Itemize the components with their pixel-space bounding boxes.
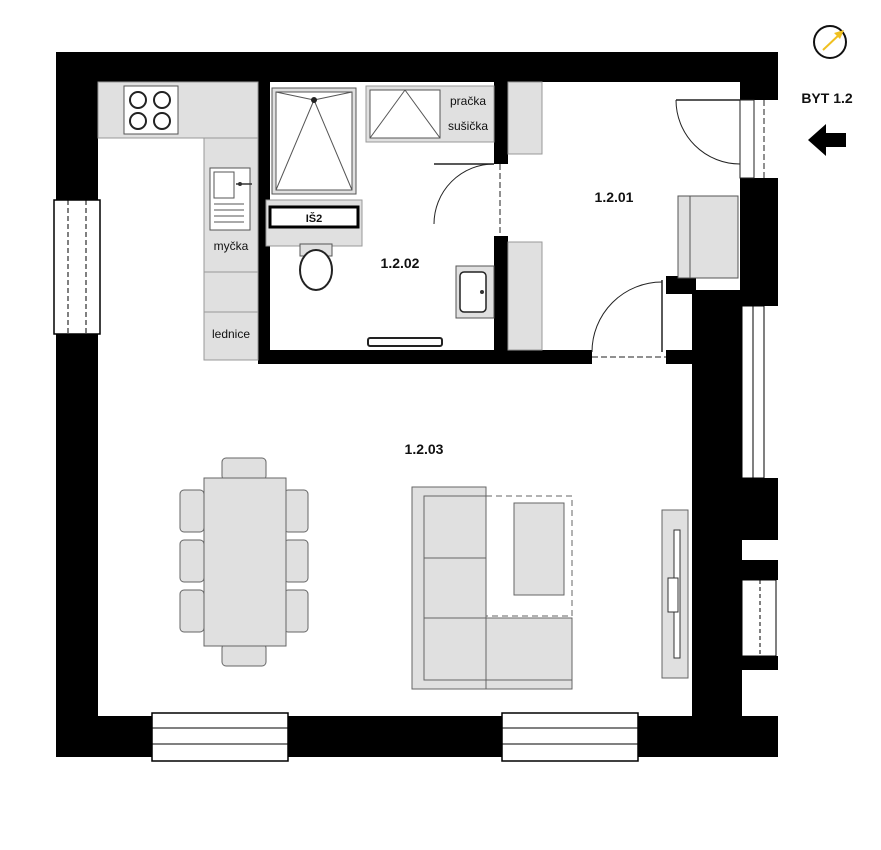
apartment-title: BYT 1.2 xyxy=(801,90,853,106)
sofa xyxy=(411,486,573,690)
bathroom-door[interactable] xyxy=(433,163,508,236)
tv-unit xyxy=(661,509,689,679)
shower xyxy=(271,87,357,195)
laundry-nook xyxy=(365,85,495,143)
kitchen-sink xyxy=(209,167,252,231)
arrow-left-icon xyxy=(808,124,846,156)
bathroom-washbasin xyxy=(455,265,495,319)
coffee-table xyxy=(513,502,565,596)
window-left xyxy=(53,199,101,335)
window-right-lower xyxy=(741,579,777,657)
dryer-label: sušička xyxy=(448,119,488,133)
rug xyxy=(485,495,573,617)
bath-code-label: IŠ2 xyxy=(306,212,323,225)
room-label-living: 1.2.03 xyxy=(405,441,444,457)
washer-label: pračka xyxy=(450,94,486,108)
entrance-door[interactable] xyxy=(675,99,778,179)
compass-icon xyxy=(813,25,847,59)
dining-set xyxy=(179,457,309,667)
towel-rail xyxy=(367,337,443,347)
window-bottom-left xyxy=(151,712,289,762)
cooktop xyxy=(123,85,179,135)
interior-walls xyxy=(258,82,742,364)
room-label-hall: 1.2.01 xyxy=(595,189,634,205)
hall-wardrobes xyxy=(507,81,739,351)
fridge-label: lednice xyxy=(212,327,250,341)
room-label-bathroom: 1.2.02 xyxy=(381,255,420,271)
living-door[interactable] xyxy=(591,280,666,364)
toilet xyxy=(299,243,333,291)
window-bottom-right xyxy=(501,712,639,762)
dishwasher-label: myčka xyxy=(214,239,249,253)
